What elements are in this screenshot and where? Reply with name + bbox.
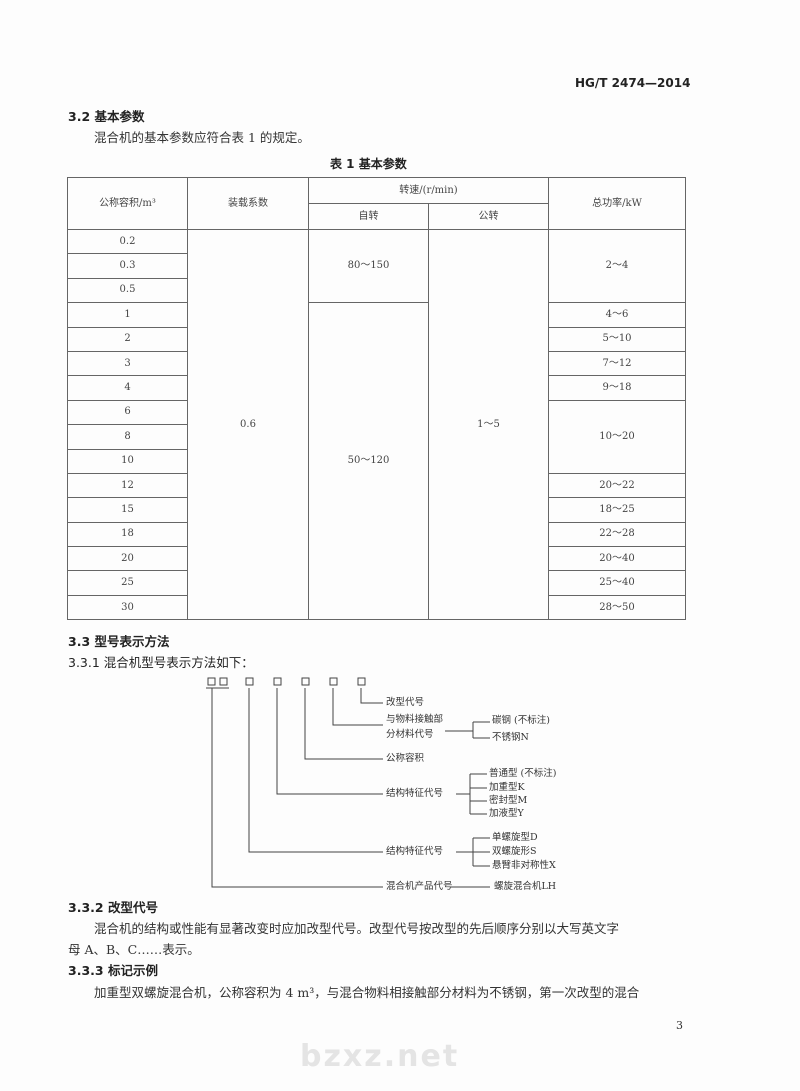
option-single-screw: 单螺旋型D — [492, 832, 538, 843]
table-caption: 表 1 基本参数 — [330, 157, 407, 171]
cell-power: 28～50 — [548, 594, 686, 621]
label-modification-code: 改型代号 — [386, 697, 425, 708]
cell-volume: 0.5 — [67, 277, 188, 304]
option-normal: 普通型 (不标注) — [489, 768, 557, 779]
cell-volume: 30 — [67, 594, 188, 621]
cell-self: 50～120 — [308, 302, 429, 621]
page-number: 3 — [676, 1019, 683, 1032]
section-3-2-title: 3.2 基本参数 — [68, 109, 145, 124]
header-volume: 公称容积/m³ — [67, 177, 188, 230]
watermark: bzxz.net — [300, 1039, 460, 1074]
standard-code: HG/T 2474—2014 — [575, 76, 691, 90]
section-3-3-2-text-line2: 母 A、B、C……表示。 — [68, 942, 200, 957]
cell-power: 22～28 — [548, 521, 686, 548]
section-3-3-3-title: 3.3.3 标记示例 — [68, 963, 158, 978]
header-orbit: 公转 — [428, 203, 549, 230]
option-liquid: 加液型Y — [489, 808, 524, 819]
label-material-line2: 分材料代号 — [386, 729, 434, 740]
header-load: 装载系数 — [187, 177, 309, 230]
cell-power: 7～12 — [548, 350, 686, 377]
option-cantilever: 悬臂非对称性X — [492, 860, 556, 871]
cell-self: 80～150 — [308, 228, 429, 304]
section-3-2-text: 混合机的基本参数应符合表 1 的规定。 — [94, 130, 310, 145]
section-3-3-1-text: 3.3.1 混合机型号表示方法如下： — [68, 655, 254, 670]
cell-volume: 12 — [67, 472, 188, 499]
cell-volume: 0.2 — [67, 228, 188, 255]
option-double-screw: 双螺旋形S — [492, 846, 537, 857]
cell-volume: 10 — [67, 448, 188, 474]
cell-volume: 18 — [67, 521, 188, 548]
label-nominal-volume: 公称容积 — [386, 753, 425, 764]
label-structure-code-2: 结构特征代号 — [386, 846, 444, 857]
cell-volume: 4 — [67, 375, 188, 401]
cell-volume: 6 — [67, 399, 188, 426]
cell-volume: 2 — [67, 326, 188, 352]
option-heavy: 加重型K — [489, 782, 525, 793]
cell-volume: 1 — [67, 302, 188, 328]
cell-power: 20～22 — [548, 472, 686, 499]
cell-orbit: 1～5 — [428, 228, 549, 621]
section-3-3-3-text: 加重型双螺旋混合机，公称容积为 4 m³，与混合物料相接触部分材料为不锈钢，第一… — [94, 985, 640, 1000]
cell-power: 4～6 — [548, 302, 686, 328]
cell-power: 9～18 — [548, 375, 686, 401]
parameters-table: 公称容积/m³ 装载系数 转速/(r/min) 总功率/kW 自转 公转 0.2… — [67, 177, 686, 621]
cell-volume: 8 — [67, 424, 188, 450]
section-3-3-2-text-line1: 混合机的结构或性能有显著改变时应加改型代号。改型代号按改型的先后顺序分别以大写英… — [94, 921, 620, 936]
option-sealed: 密封型M — [489, 795, 528, 806]
header-speed: 转速/(r/min) — [308, 177, 549, 204]
label-structure-code-1: 结构特征代号 — [386, 788, 444, 799]
cell-power: 10～20 — [548, 399, 686, 474]
label-material-line1: 与物料接触部 — [386, 714, 444, 725]
cell-volume: 3 — [67, 350, 188, 377]
section-3-3-title: 3.3 型号表示方法 — [68, 634, 170, 649]
section-3-3-2-title: 3.3.2 改型代号 — [68, 900, 158, 915]
option-stainless: 不锈钢N — [492, 732, 529, 743]
option-carbon-steel: 碳钢 (不标注) — [492, 715, 550, 726]
label-product-code: 混合机产品代号 — [386, 881, 453, 892]
option-screw-mixer: 螺旋混合机LH — [494, 881, 557, 892]
cell-power: 5～10 — [548, 326, 686, 352]
cell-volume: 0.3 — [67, 253, 188, 279]
cell-power: 2～4 — [548, 228, 686, 304]
cell-load: 0.6 — [187, 228, 309, 621]
